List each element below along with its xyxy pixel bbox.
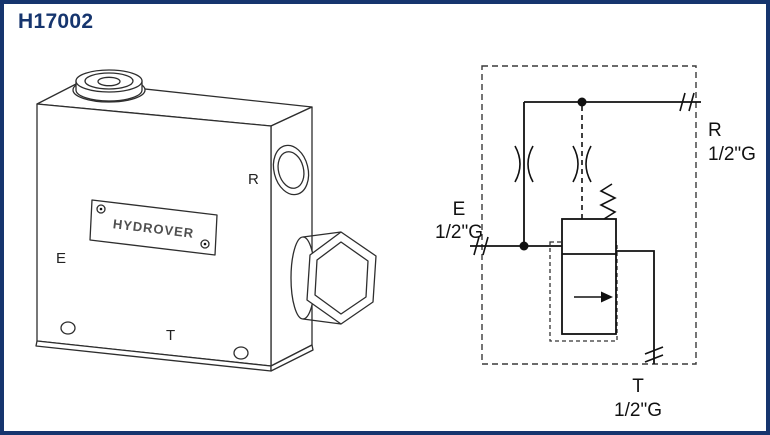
block-label-r: R [248,171,259,188]
nameplate [89,199,218,256]
orifice-right-arc-a [572,145,579,183]
valve-body [561,218,617,335]
block-label-t: T [166,327,175,344]
schematic-boundary-box [481,65,697,365]
plug-hex-face [306,231,377,325]
cylinder-bore [97,76,121,87]
port-t-name: T [632,376,644,397]
spring-symbol [599,183,617,220]
plug-neck-lines [302,231,342,325]
port-t-marks [644,346,664,363]
plug-hex-chamfer [314,241,369,315]
orifice-left-arc-a [514,145,521,183]
line-r-supply [523,92,701,246]
port-e-name: E [453,199,466,220]
flow-arrow-head [601,291,613,303]
screw-dot-bottomright [203,242,207,246]
block-port-labels: E T R [56,171,259,344]
port-e-size: 1/2"G [435,222,483,243]
orifice-right [572,145,592,183]
port-r-outer-ring [272,144,310,196]
mount-hole-right [233,346,249,360]
valve-symbol [561,183,617,335]
line-e-supply [470,236,562,256]
port-r-inner-ring [277,151,305,189]
screw-dot-topleft [99,207,103,211]
valve-pilot-envelope [549,241,618,342]
t-return-line [616,250,655,364]
port-e-marks [473,236,489,256]
cylinder-inner-rim [84,72,134,90]
port-r-marks [679,92,695,112]
port-r-name: R [708,120,722,141]
page-title: H17002 [18,10,94,33]
port-t-size: 1/2"G [614,400,662,421]
block-label-e: E [56,250,66,267]
mounting-holes [60,321,249,360]
port-r-size: 1/2"G [708,144,756,165]
hydraulic-schematic: R 1/2"G E 1/2"G T 1/2"G [435,65,756,421]
top-port-cylinder [72,69,146,103]
junction-dot-top [577,97,587,107]
line-t-return [616,250,664,364]
mount-hole-left [60,321,76,335]
nameplate-group: HYDROVER [89,199,218,256]
orifice-left-arc-b [527,145,534,183]
hex-plug [290,231,377,325]
block-bottom-bevel-right [270,344,314,372]
schematic-port-labels: R 1/2"G E 1/2"G T 1/2"G [435,120,756,421]
valve-block-drawing: HYDROVER E T R [35,69,377,372]
orifice-left [514,145,534,183]
side-port-r [272,144,310,196]
orifice-right-arc-b [585,145,592,183]
